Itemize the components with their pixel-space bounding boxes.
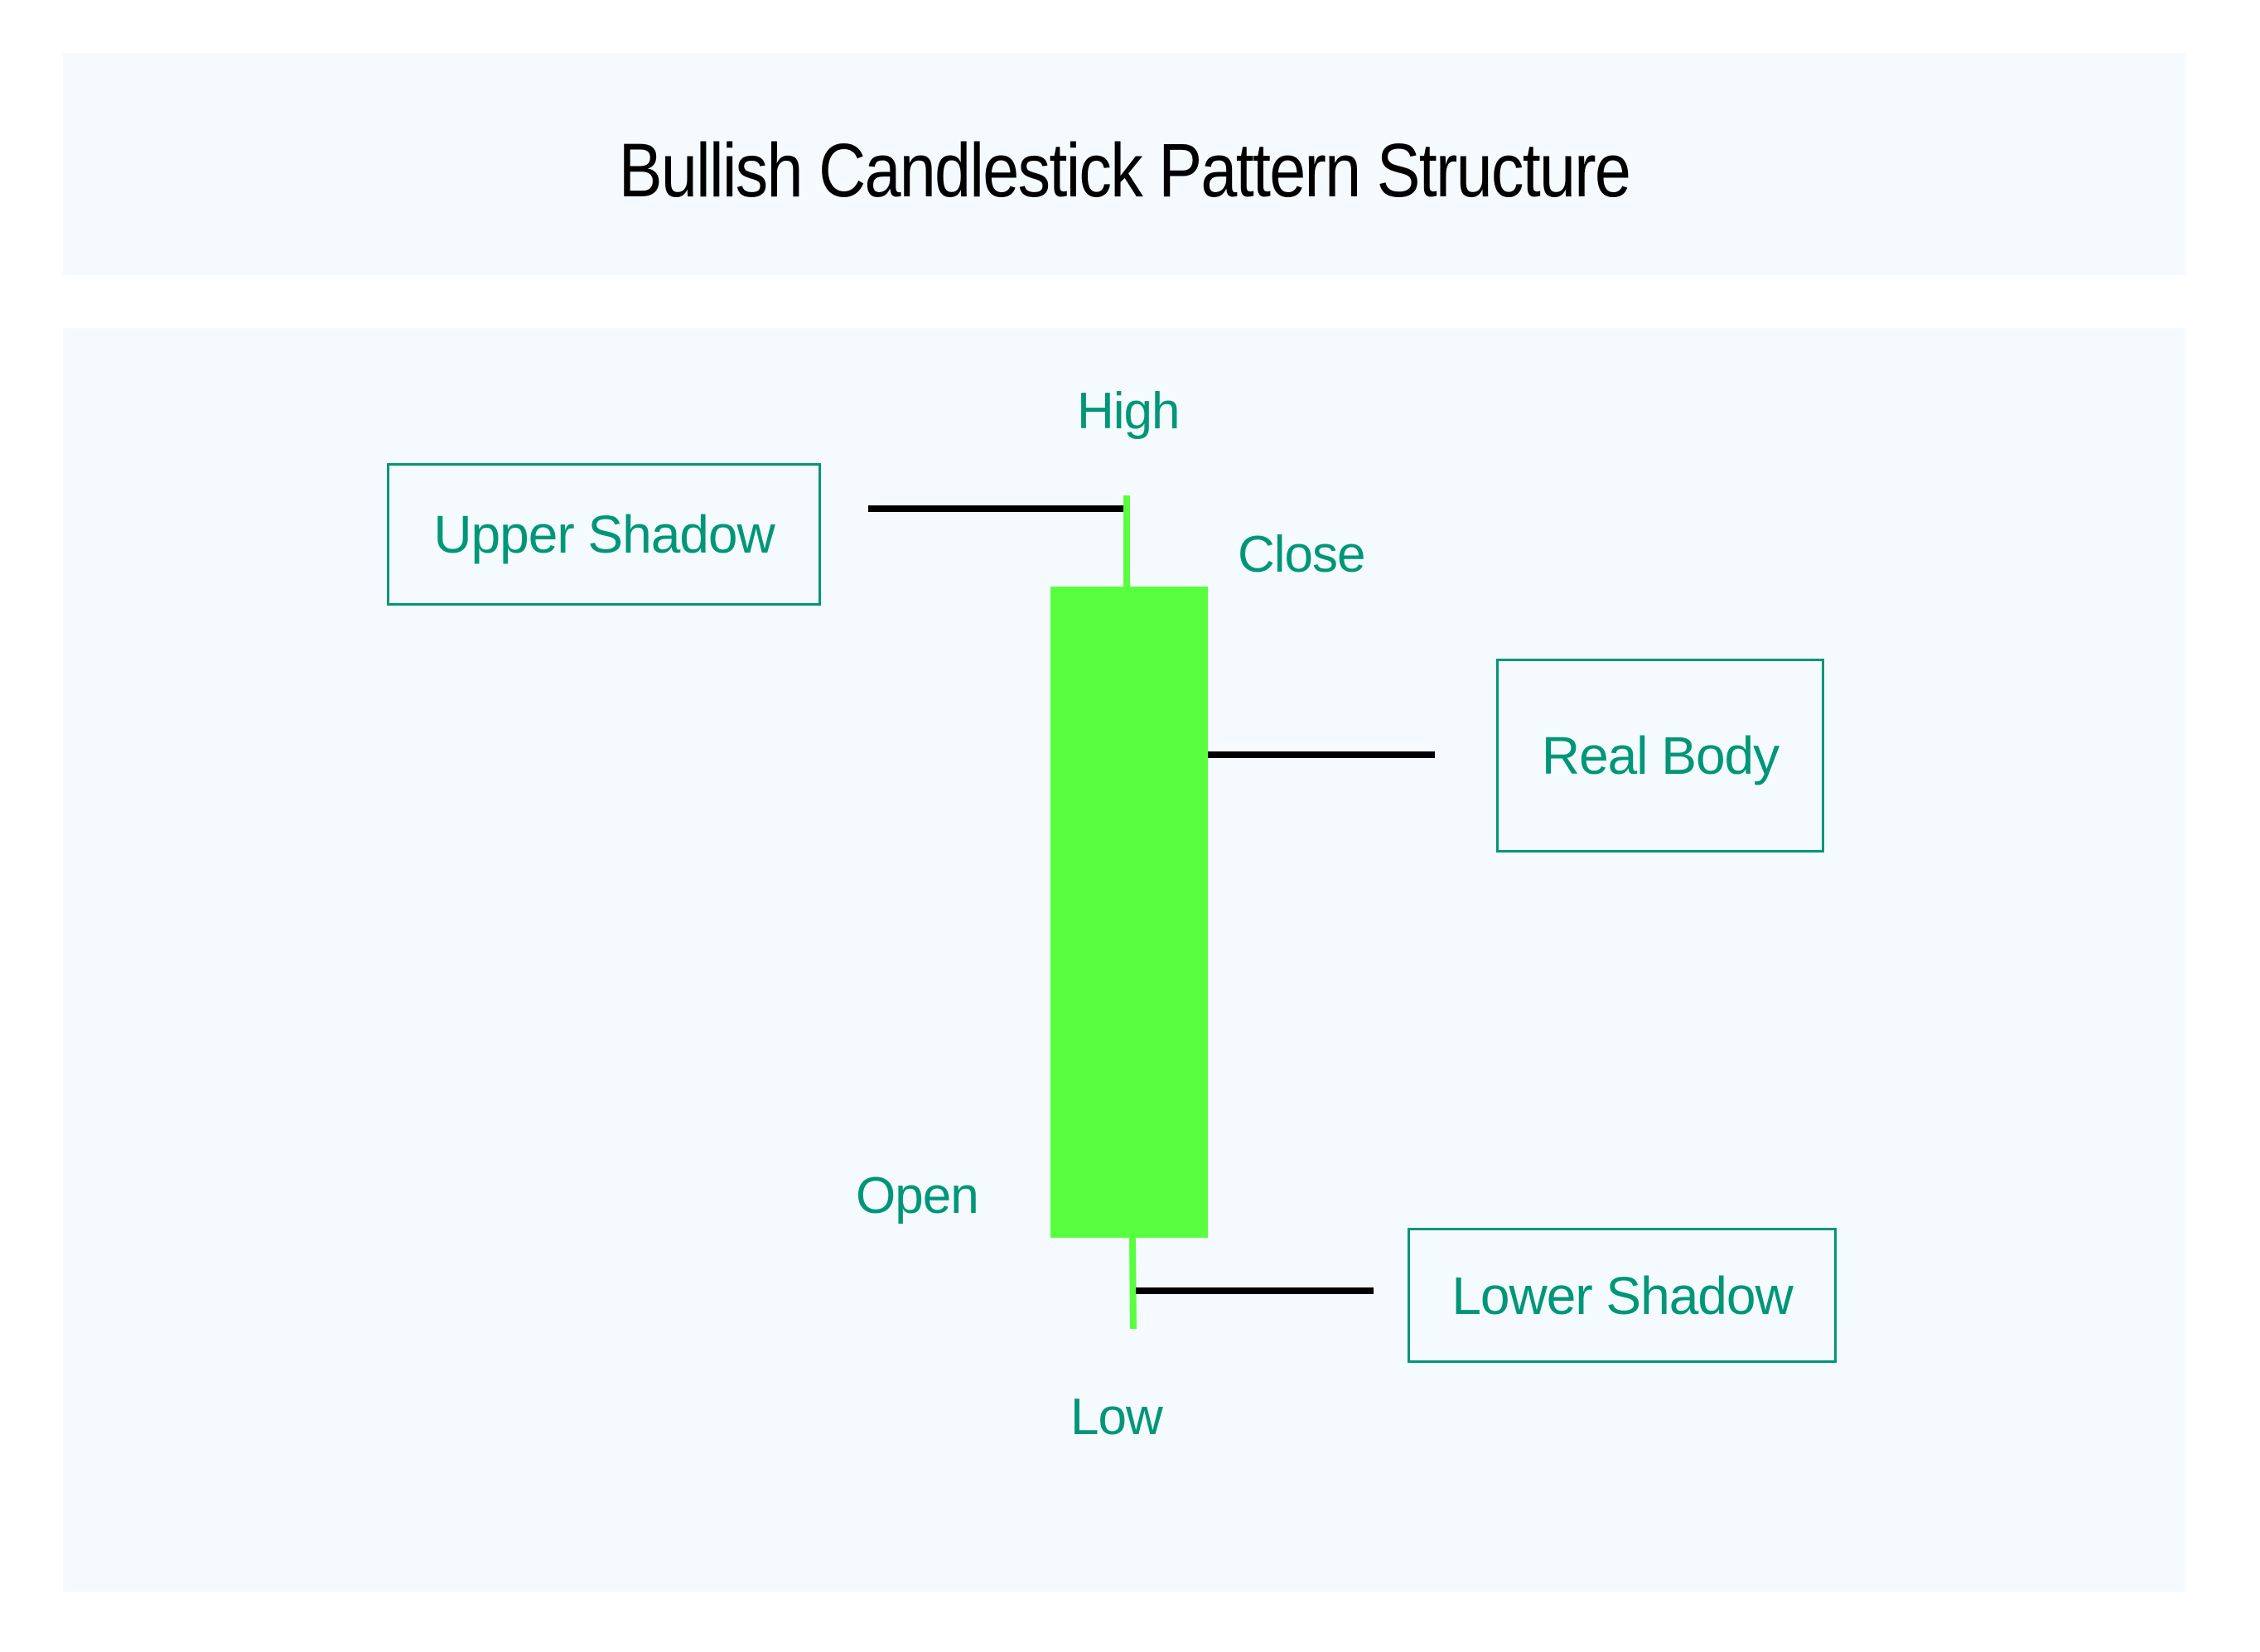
high-label: High [1077,383,1181,440]
close-label: Close [1238,526,1366,583]
header-panel: Bullish Candlestick Pattern Structure [63,53,2185,275]
upper-shadow-callout: Upper Shadow [387,463,821,606]
diagram-title: Bullish Candlestick Pattern Structure [618,128,1631,213]
upper-shadow-text: Upper Shadow [433,505,775,564]
real-body-text: Real Body [1541,726,1780,785]
lower-shadow-callout: Lower Shadow [1408,1228,1837,1363]
real-body-callout: Real Body [1496,659,1824,853]
lower-shadow-text: Lower Shadow [1451,1265,1793,1326]
low-label: Low [1070,1389,1163,1446]
open-label: Open [856,1167,979,1225]
